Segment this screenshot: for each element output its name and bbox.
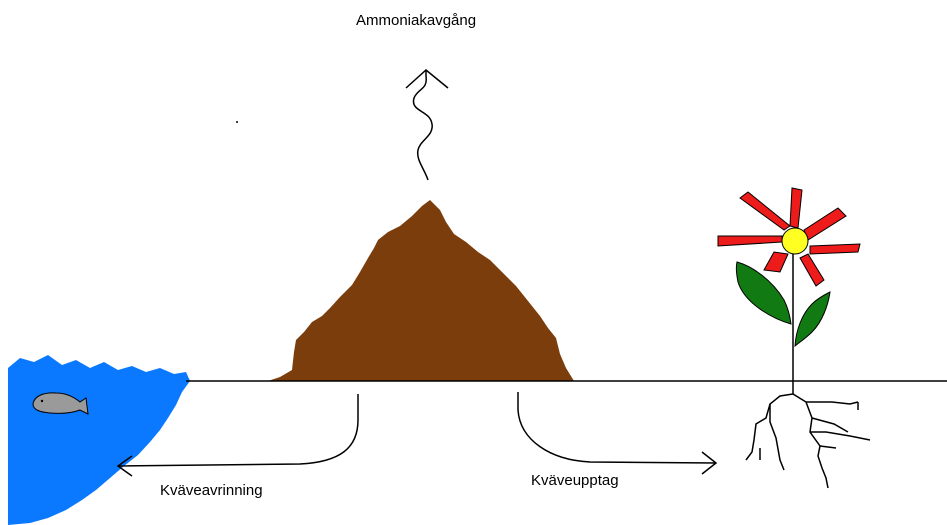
uptake-label: Kväveupptag (531, 472, 619, 489)
whale-eye (40, 399, 44, 403)
arrowhead (405, 69, 449, 89)
flower-roots (745, 381, 871, 489)
flower-icon (717, 187, 861, 381)
leaf-right (794, 291, 831, 348)
whale-icon (32, 392, 89, 415)
uptake-arrow (517, 392, 718, 475)
petal (803, 207, 847, 241)
runoff-arrow (116, 394, 359, 477)
whale-body (32, 392, 89, 415)
petal (717, 235, 783, 247)
petal (763, 251, 789, 273)
petal (739, 191, 791, 231)
runoff-label: Kväveavrinning (160, 482, 263, 499)
ammonia-label: Ammoniakavgång (356, 12, 477, 29)
arrowhead (701, 451, 718, 475)
petal (789, 187, 803, 229)
petal (799, 253, 825, 287)
leaf-left (735, 261, 792, 325)
petal (809, 243, 861, 255)
arrowhead (116, 455, 133, 477)
flower-center (781, 227, 809, 255)
ammonia-arrow (405, 69, 449, 181)
manure-pile (268, 200, 574, 381)
speck (236, 121, 238, 123)
